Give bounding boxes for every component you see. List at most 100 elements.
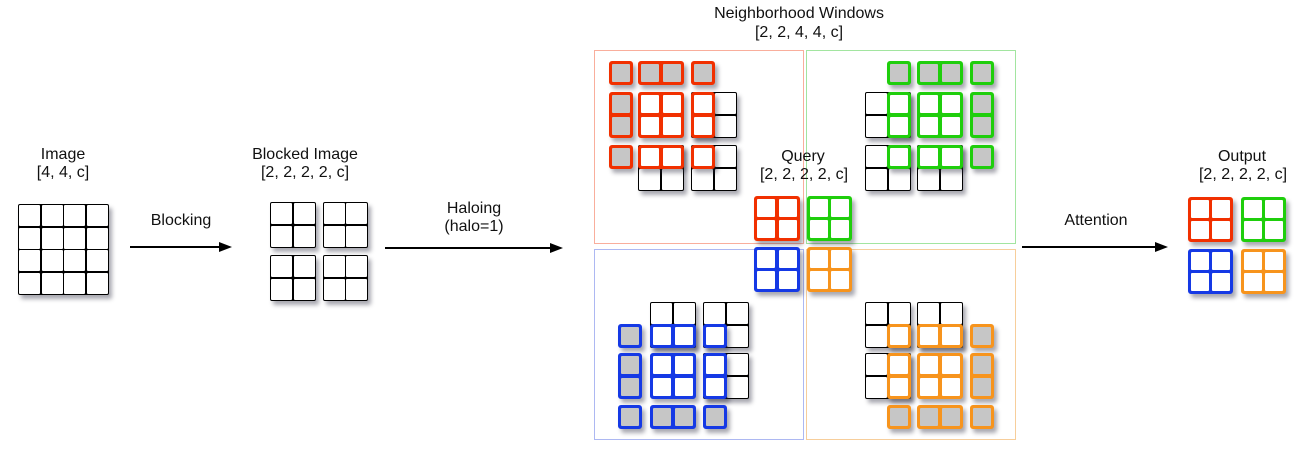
red-halo-right: [691, 92, 715, 138]
grid-cell: [918, 168, 939, 190]
output-title: Output: [1217, 148, 1267, 165]
grid-cell: [612, 64, 630, 82]
grid-cell: [941, 377, 960, 396]
grid-cell: [889, 148, 908, 166]
grid-cell: [1190, 251, 1209, 270]
red-pad-top: [638, 61, 684, 85]
grid-cell: [704, 303, 725, 324]
green-pad-corner-tr: [970, 61, 994, 85]
blue-pad-corner-tl: [618, 323, 642, 348]
output-block-green: [1240, 196, 1286, 242]
grid-cell: [41, 250, 63, 272]
grid-cell: [778, 220, 797, 238]
green-halo-left: [886, 92, 911, 138]
blocked-block-tl: [270, 202, 316, 248]
output-block-orange: [1240, 248, 1286, 294]
orange-halo-top: [917, 323, 963, 348]
image-title: Image: [40, 146, 86, 163]
grid-cell: [694, 95, 712, 113]
grid-cell: [726, 325, 748, 347]
query-block-red: [754, 195, 800, 241]
grid-cell: [941, 116, 960, 135]
grid-cell: [889, 95, 908, 113]
neighborhood-windows-shape: [2, 2, 4, 4, c]: [754, 24, 844, 41]
blue-pad-bottom: [650, 405, 696, 429]
grid-cell: [866, 303, 887, 324]
window-box-blue: [594, 249, 804, 440]
grid-cell: [809, 198, 828, 217]
grid-cell: [866, 93, 887, 114]
grid-cell: [726, 376, 748, 398]
blocking-arrow-line: [130, 246, 221, 248]
grid-cell: [888, 303, 910, 324]
grid-cell: [293, 225, 315, 247]
haloing-label: Haloing: [446, 200, 502, 217]
red-pad-corner-bl: [609, 145, 633, 169]
output-block-blue: [1187, 248, 1233, 294]
blocked-block-tr: [322, 202, 368, 248]
grid-cell: [41, 272, 63, 294]
green-halo-corner: [886, 145, 911, 169]
haloing-arrow-line: [385, 247, 551, 249]
haloing-param-label: (halo=1): [444, 218, 504, 235]
grid-cell: [778, 198, 797, 217]
blue-pad-corner-bl: [618, 405, 642, 429]
green-pad-right: [970, 92, 994, 138]
grid-cell: [973, 326, 991, 345]
grid-cell: [1243, 251, 1262, 270]
blue-halo-corner: [703, 323, 727, 348]
orange-pad-corner-br: [970, 405, 994, 429]
grid-cell: [866, 146, 887, 167]
green-center-block: [917, 92, 963, 138]
grid-cell: [64, 227, 86, 249]
red-halo-corner: [691, 145, 715, 169]
grid-cell: [920, 116, 938, 135]
grid-cell: [661, 168, 683, 190]
window-box-green: [806, 50, 1016, 244]
grid-cell: [920, 148, 938, 166]
grid-cell: [271, 256, 292, 277]
grid-cell: [809, 220, 828, 238]
red-center-block: [638, 92, 684, 138]
blocked-image-shape: [2, 2, 2, 2, c]: [260, 164, 350, 181]
grid-cell: [674, 408, 693, 426]
grid-cell: [293, 278, 315, 300]
grid-cell: [323, 225, 345, 247]
attention-label: Attention: [1064, 212, 1128, 229]
grid-cell: [692, 168, 713, 190]
blocked-block-br: [322, 255, 368, 301]
grid-cell: [1265, 221, 1283, 239]
grid-cell: [662, 148, 681, 166]
grid-cell: [941, 356, 960, 374]
grid-cell: [920, 326, 938, 345]
grid-cell: [1243, 273, 1262, 291]
grid-cell: [831, 271, 849, 289]
grid-cell: [674, 377, 693, 396]
grid-cell: [757, 271, 775, 289]
grid-cell: [64, 205, 86, 227]
grid-cell: [86, 250, 108, 272]
grid-cell: [706, 356, 724, 374]
orange-pad-right: [970, 353, 994, 399]
neighborhood-windows-title: Neighborhood Windows: [714, 5, 884, 22]
grid-cell: [809, 271, 828, 289]
grid-cell: [920, 64, 938, 82]
grid-cell: [1265, 273, 1283, 291]
grid-cell: [612, 116, 630, 135]
grid-cell: [346, 278, 367, 300]
grid-cell: [973, 116, 991, 135]
grid-cell: [621, 408, 639, 426]
grid-cell: [1265, 199, 1283, 218]
grid-cell: [19, 205, 41, 227]
grid-cell: [662, 64, 681, 82]
grid-cell: [694, 148, 712, 166]
grid-cell: [1190, 221, 1209, 239]
orange-center-block: [917, 353, 963, 399]
grid-cell: [920, 95, 938, 113]
grid-cell: [973, 408, 991, 426]
grid-cell: [621, 377, 639, 396]
query-block-green: [806, 195, 852, 241]
grid-cell: [889, 326, 908, 345]
grid-cell: [889, 377, 908, 396]
